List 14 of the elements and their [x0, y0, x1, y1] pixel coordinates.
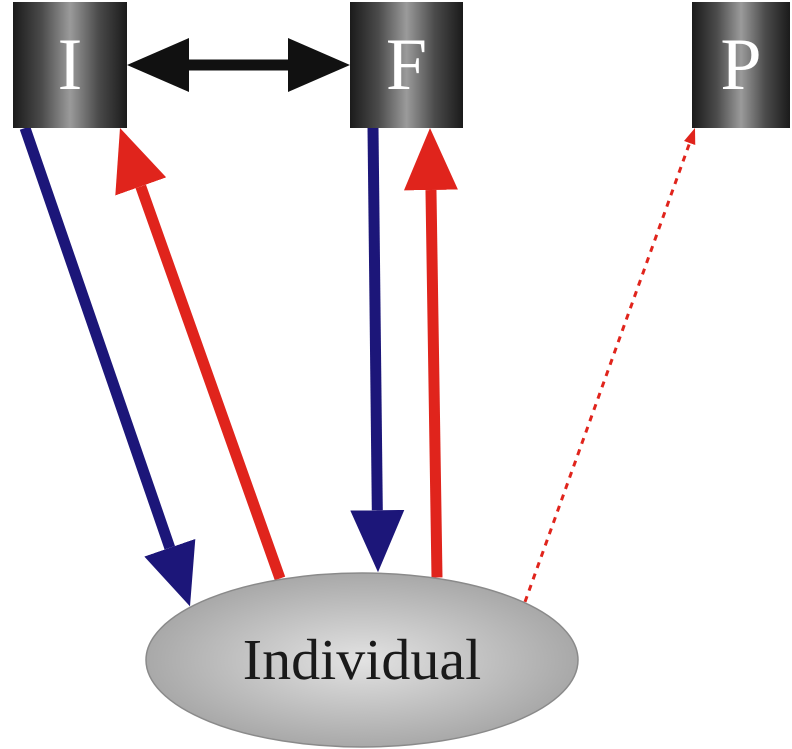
- node-label: Individual: [242, 631, 482, 689]
- individual-ellipse: [145, 572, 579, 748]
- arrow: [524, 128, 696, 602]
- node-letter: P: [720, 28, 762, 102]
- letter-block: [13, 2, 127, 128]
- arrow: [404, 128, 458, 578]
- arrow: [20, 126, 196, 606]
- node-letter: I: [58, 28, 82, 102]
- letter-block: [350, 2, 463, 128]
- node-letter: F: [386, 28, 428, 102]
- arrow: [115, 128, 286, 580]
- arrow: [350, 128, 404, 572]
- letter-block: [692, 2, 790, 128]
- arrow: [127, 38, 350, 92]
